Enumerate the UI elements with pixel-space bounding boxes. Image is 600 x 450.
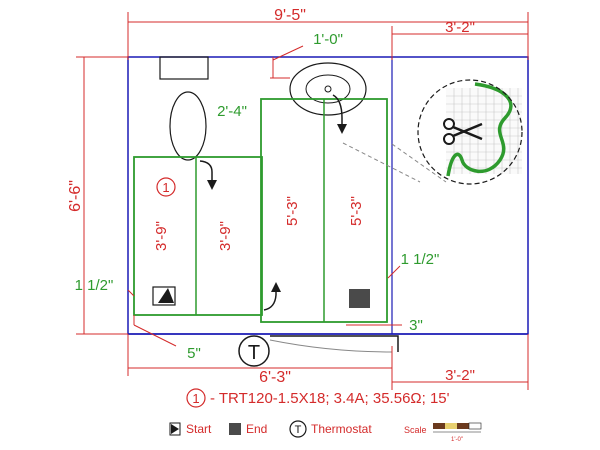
- spec-circuit-marker: [186, 388, 206, 408]
- sink-outer: [289, 62, 367, 116]
- legend-thermostat-label: Thermostat: [311, 422, 372, 436]
- gap-left-top-dim: 2'-4": [217, 103, 247, 120]
- mat-direction-arrow: [199, 160, 213, 186]
- gap-bottom-dim: 5": [187, 345, 201, 362]
- circuit-number: 1: [162, 180, 169, 195]
- scale-bar: [433, 422, 482, 433]
- heating-cable: [446, 82, 513, 177]
- overall-height-dim: 6'-6": [67, 180, 84, 212]
- detail-circle: [417, 79, 523, 185]
- mat-length-label: 3'-9": [153, 221, 170, 251]
- door-frame: [270, 335, 399, 352]
- gap-toilet-dim: 1'-0": [313, 31, 343, 48]
- sink-drain: [324, 85, 332, 93]
- toilet-bowl: [169, 91, 207, 161]
- overall-width-dim: 9'-5": [274, 7, 306, 24]
- sink-bowl: [305, 74, 351, 104]
- right-section-dim-bottom: 3'-2": [445, 367, 475, 384]
- mat-direction-arrow: [263, 288, 277, 311]
- mat-length-label: 5'-3": [284, 196, 301, 226]
- gap-right-side-dim: 1 1/2": [401, 251, 440, 268]
- mat-length-label: 5'-3": [348, 196, 365, 226]
- installation-detail: [446, 82, 522, 177]
- legend-start-label: Start: [186, 422, 212, 436]
- mat-length-label: 3'-9": [217, 221, 234, 251]
- thermostat-symbol: T: [248, 342, 260, 364]
- legend-scale-label: Scale: [404, 425, 427, 435]
- detail-leader: [391, 143, 447, 183]
- right-section-dim-top: 3'-2": [445, 19, 475, 36]
- toilet-tank: [159, 56, 209, 80]
- bottom-width-dim: 6'-3": [259, 369, 291, 386]
- legend-start-icon: [169, 422, 181, 436]
- thermostat-icon: [238, 335, 270, 367]
- spec-line: - TRT120-1.5X18; 3.4A; 35.56Ω; 15': [210, 390, 450, 407]
- door-swing: [269, 339, 393, 353]
- gap-bottom-right-dim: 3": [409, 317, 423, 334]
- end-icon: [349, 289, 370, 308]
- legend-thermostat-letter: T: [295, 424, 302, 436]
- mat-group-left: [133, 156, 263, 316]
- scissors-icon: [443, 118, 483, 145]
- mat-direction-arrow: [332, 94, 343, 130]
- legend-scale-value: 1'-0": [451, 437, 463, 443]
- start-icon: [152, 286, 176, 306]
- legend-end-icon: [229, 423, 241, 435]
- spec-circuit-number: 1: [192, 391, 199, 406]
- legend-end-label: End: [246, 422, 267, 436]
- legend-thermostat-icon: [289, 420, 307, 438]
- gap-left-side-dim: 1 1/2": [75, 277, 114, 294]
- circuit-number-marker: [156, 177, 176, 197]
